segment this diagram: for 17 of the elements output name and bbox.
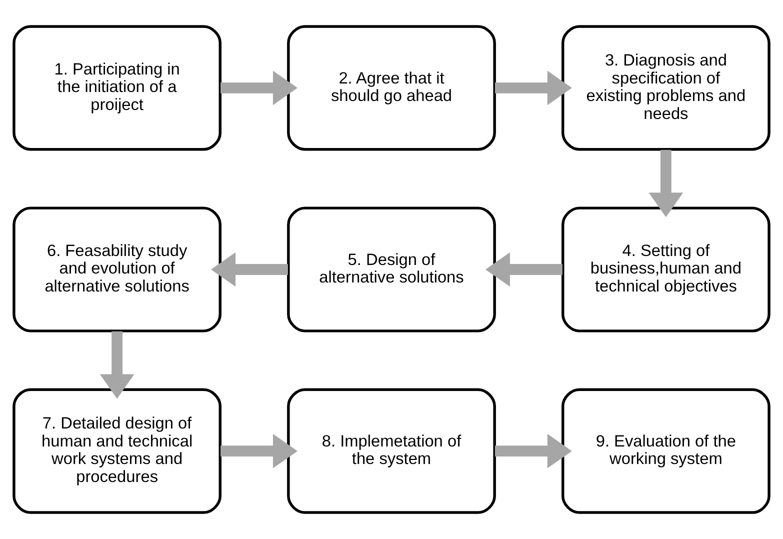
arrow [211, 252, 288, 287]
arrow [648, 150, 684, 218]
node-box: 2. Agree that it should go ahead [287, 25, 496, 151]
arrow [220, 70, 298, 106]
arrow [494, 434, 572, 468]
node-box: 8. Implemetation of the system [287, 388, 496, 514]
node-box: 5. Design of alternative solutions [287, 206, 496, 332]
node-box: 3. Diagnosis and specification of existing problems and needs [562, 25, 770, 151]
arrow [100, 331, 134, 399]
node-box: 9. Evaluation of the working system [562, 388, 770, 514]
node-box: 7. Detailed design of human and technical work systems and procedures [12, 388, 222, 514]
arrow [494, 70, 572, 106]
node-box: 6. Feasability study and evolution of alternative solutions [12, 206, 222, 332]
node-box: 4. Setting of business,human and technical objectives [562, 206, 770, 332]
arrow [220, 434, 298, 468]
arrow [485, 252, 562, 287]
node-box: 1. Participating in the initiation of a proiject [12, 25, 222, 151]
